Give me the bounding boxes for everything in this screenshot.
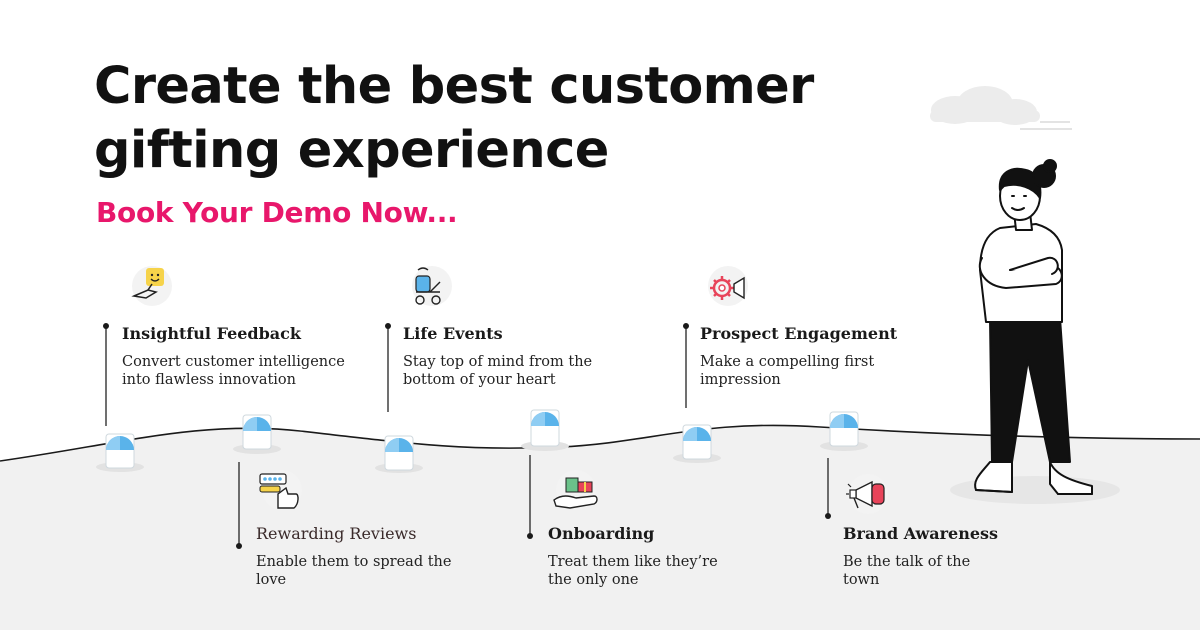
feedback-icon — [131, 266, 172, 306]
title-line-1: Create the best customer — [94, 57, 814, 116]
feature-onboarding: Onboarding Treat them like they’re the o… — [548, 524, 798, 589]
feature-title: Life Events — [403, 324, 503, 343]
gift-box-icon — [96, 433, 144, 472]
feature-brand-awareness: Brand Awareness Be the talk of the town — [843, 524, 1093, 589]
feature-insightful-feedback: Insightful Feedback Convert customer int… — [122, 324, 372, 389]
feature-description: Make a compelling first impression — [700, 354, 875, 388]
feature-prospect-engagement: Prospect Engagement Make a compelling fi… — [700, 324, 950, 389]
feature-title: Onboarding — [548, 524, 655, 543]
feature-description: Convert customer intelligence into flawl… — [122, 354, 345, 388]
feature-title: Rewarding Reviews — [256, 524, 417, 543]
gear-megaphone-icon — [708, 266, 748, 306]
person-illustration — [974, 159, 1093, 495]
page-title: Create the best customer gifting experie… — [94, 55, 814, 183]
feature-description: Be the talk of the town — [843, 554, 971, 588]
stroller-icon — [412, 266, 452, 306]
gift-markers — [96, 409, 868, 473]
gift-hand-icon — [553, 470, 598, 510]
book-demo-link[interactable]: Book Your Demo Now... — [96, 196, 458, 229]
gift-box-icon — [375, 435, 423, 473]
feature-title: Insightful Feedback — [122, 324, 301, 343]
gift-box-icon — [820, 411, 868, 451]
feature-description: Stay top of mind from the bottom of your… — [403, 354, 593, 388]
title-line-2: gifting experience — [94, 121, 609, 180]
feature-title: Prospect Engagement — [700, 324, 898, 343]
gift-box-icon — [233, 414, 281, 454]
feature-rewarding-reviews: Rewarding Reviews Enable them to spread … — [256, 524, 506, 589]
gift-box-icon — [521, 409, 569, 451]
megaphone-icon — [846, 474, 888, 514]
feature-title: Brand Awareness — [843, 524, 999, 543]
gift-box-icon — [673, 424, 721, 463]
feature-life-events: Life Events Stay top of mind from the bo… — [403, 324, 653, 389]
rating-thumbs-up-icon — [259, 470, 302, 510]
feature-description: Treat them like they’re the only one — [548, 554, 718, 588]
feature-description: Enable them to spread the love — [256, 554, 452, 588]
cloud-icon — [930, 86, 1072, 130]
